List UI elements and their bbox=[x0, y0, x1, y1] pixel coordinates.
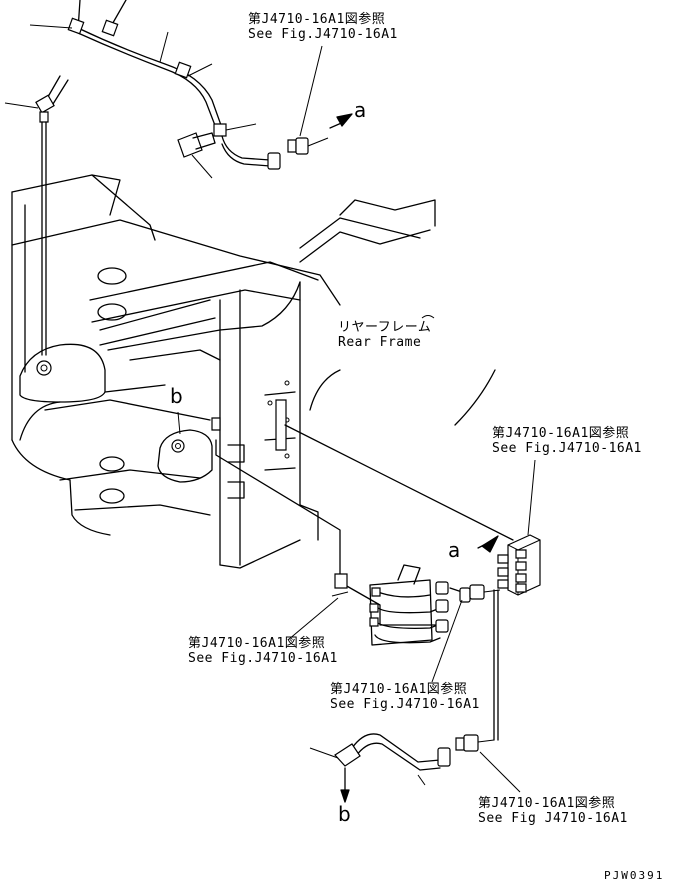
callout-5-jp: 第J4710-16A1図参照 bbox=[478, 796, 616, 811]
frame-label-en: Rear Frame bbox=[338, 335, 422, 350]
callout-2: 第J4710-16A1図参照 See Fig.J4710-16A1 bbox=[492, 426, 642, 456]
top-hose-assembly bbox=[30, 0, 352, 169]
frame-label-jp: リヤーフレーム bbox=[338, 320, 432, 335]
frame-outline bbox=[12, 175, 495, 568]
callout-4-jp: 第J4710-16A1図参照 bbox=[330, 682, 468, 697]
callout-3: 第J4710-16A1図参照 See Fig.J4710-16A1 bbox=[188, 636, 338, 666]
mark-a-mid: a bbox=[448, 538, 461, 562]
callout-1-en: See Fig.J4710-16A1 bbox=[248, 27, 398, 42]
callout-3-en: See Fig.J4710-16A1 bbox=[188, 651, 338, 666]
callout-1: 第J4710-16A1図参照 See Fig.J4710-16A1 bbox=[248, 12, 398, 42]
left-vertical-hose bbox=[5, 76, 68, 375]
callout-3-jp: 第J4710-16A1図参照 bbox=[188, 636, 326, 651]
pilot-lines bbox=[216, 425, 513, 740]
drawing-code: PJW0391 bbox=[604, 869, 665, 882]
callout-5: 第J4710-16A1図参照 See Fig J4710-16A1 bbox=[478, 796, 628, 826]
frame-label-tilde bbox=[422, 316, 434, 319]
connector-block bbox=[478, 460, 540, 595]
callout-4-en: See Fig.J4710-16A1 bbox=[330, 697, 480, 712]
mark-b-mid: b bbox=[170, 384, 184, 408]
callout-5-en: See Fig J4710-16A1 bbox=[478, 811, 628, 826]
callout-2-en: See Fig.J4710-16A1 bbox=[492, 441, 642, 456]
pipe-bracket bbox=[370, 565, 500, 645]
callout-1-jp: 第J4710-16A1図参照 bbox=[248, 12, 386, 27]
mark-b-bottom: b bbox=[338, 802, 352, 826]
callout-2-jp: 第J4710-16A1図参照 bbox=[492, 426, 630, 441]
lower-hose-assembly bbox=[310, 734, 520, 802]
callout-4: 第J4710-16A1図参照 See Fig.J4710-16A1 bbox=[330, 682, 480, 712]
bolt bbox=[178, 133, 215, 178]
mark-a-top: a bbox=[354, 98, 367, 122]
callout-leaders bbox=[178, 412, 462, 682]
frame-label: リヤーフレーム Rear Frame bbox=[338, 320, 431, 350]
